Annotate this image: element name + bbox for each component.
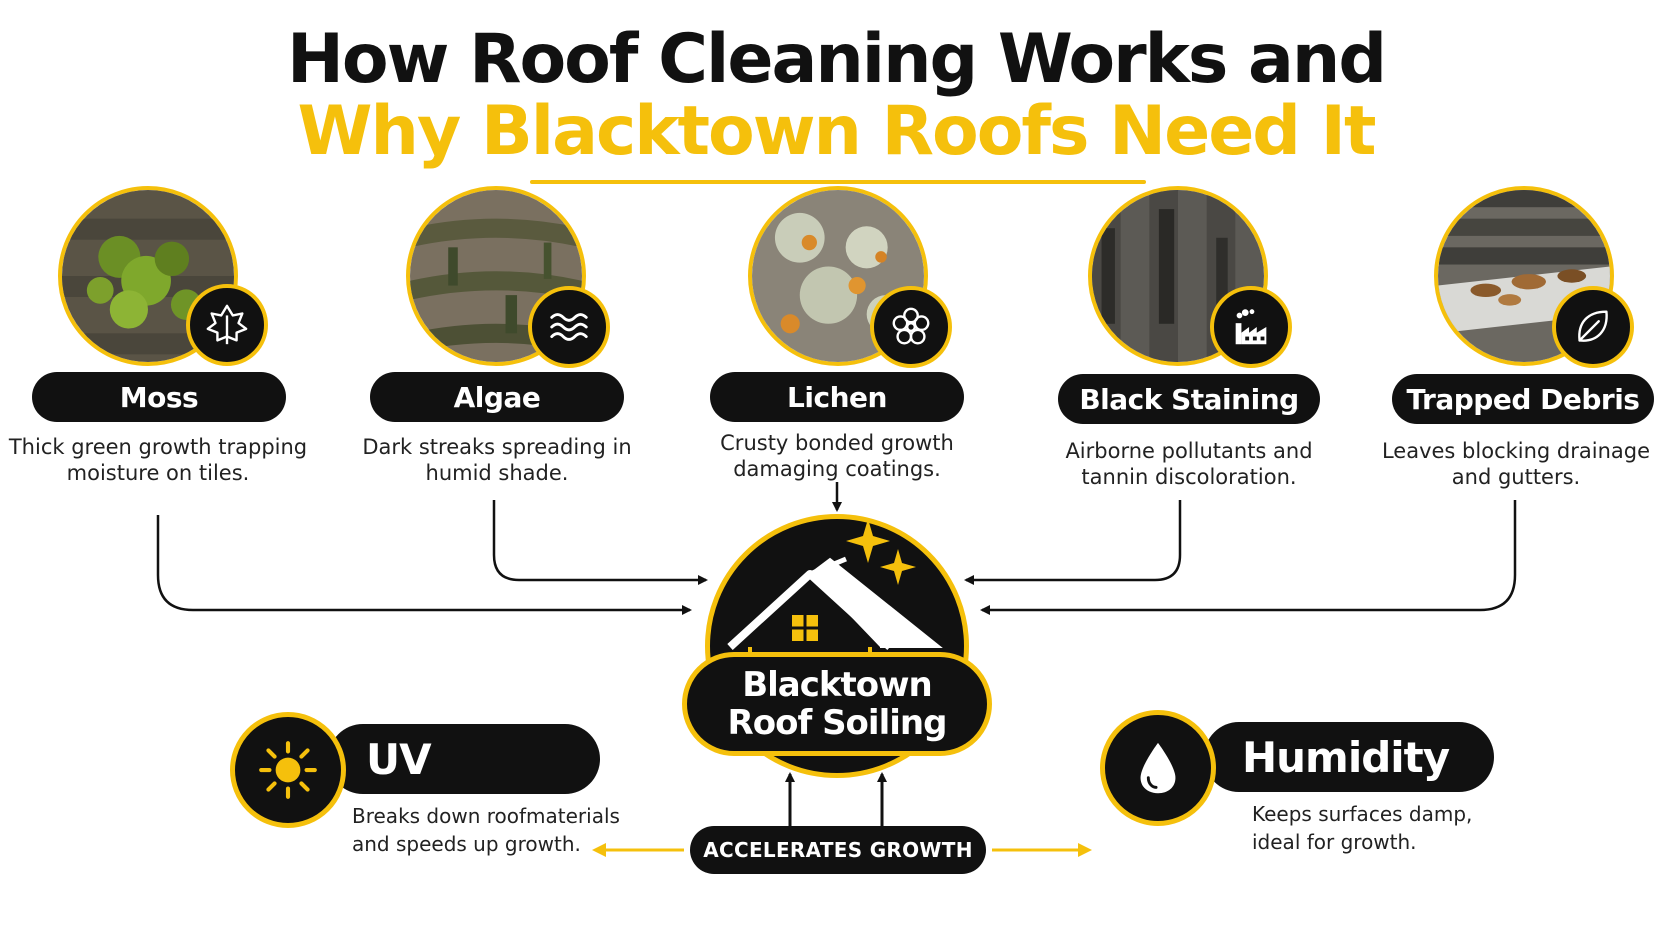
factor-desc-uv-line-1: Breaks down roofmaterials: [352, 804, 620, 828]
cause-label-trapped-debris: Trapped Debris: [1392, 374, 1654, 424]
cause-label-black-staining: Black Staining: [1058, 374, 1320, 424]
factor-desc-humidity-line-2: ideal for growth.: [1252, 830, 1417, 854]
factor-desc-uv: Breaks down roofmaterials and speeds up …: [352, 802, 620, 858]
cause-label-algae: Algae: [370, 372, 624, 422]
cause-desc-moss: Thick green growth trapping moisture on …: [8, 435, 308, 485]
leaf-outline-icon: [186, 284, 268, 366]
factory-icon: [1210, 286, 1292, 368]
arrow-trapped-debris: [980, 500, 1517, 615]
hub-label-line-1: Blacktown: [742, 665, 933, 705]
sun-icon: [230, 712, 346, 828]
cause-desc-trapped-debris: Leaves blocking drainage and gutters.: [1381, 439, 1651, 489]
leaf-icon: [1552, 286, 1634, 368]
cause-label-lichen: Lichen: [710, 372, 964, 422]
water-drop-icon: [1100, 710, 1216, 826]
cause-desc-black-staining: Airborne pollutants and tannin discolora…: [1065, 439, 1313, 489]
factor-label-humidity: Humidity: [1204, 722, 1494, 792]
arrow-moss: [156, 515, 692, 615]
accelerates-growth-pill: ACCELERATES GROWTH: [690, 826, 986, 874]
arrow-algae: [492, 500, 708, 585]
moss-photo: [58, 186, 238, 366]
cause-label-moss: Moss: [32, 372, 286, 422]
house-roof-icon: [727, 519, 943, 681]
hub-label-line-2: Roof Soiling: [727, 703, 948, 743]
lichen-flower-icon: [870, 286, 952, 368]
hub-label: Blacktown Roof Soiling: [682, 652, 992, 756]
factor-desc-humidity: Keeps surfaces damp, ideal for growth.: [1252, 800, 1472, 856]
factor-desc-uv-line-2: and speeds up growth.: [352, 832, 581, 856]
title-line-2: Why Blacktown Roofs Need It: [297, 92, 1377, 171]
factor-desc-humidity-line-1: Keeps surfaces damp,: [1252, 802, 1473, 826]
arrow-black-staining: [964, 500, 1182, 585]
factor-label-uv: UV: [328, 724, 600, 794]
cause-desc-lichen: Crusty bonded growth damaging coatings.: [720, 431, 954, 481]
cause-desc-algae: Dark streaks spreading in humid shade.: [362, 435, 632, 485]
title-underline: [530, 180, 1146, 184]
waves-icon: [528, 286, 610, 368]
title-line-1: How Roof Cleaning Works and: [286, 20, 1387, 99]
